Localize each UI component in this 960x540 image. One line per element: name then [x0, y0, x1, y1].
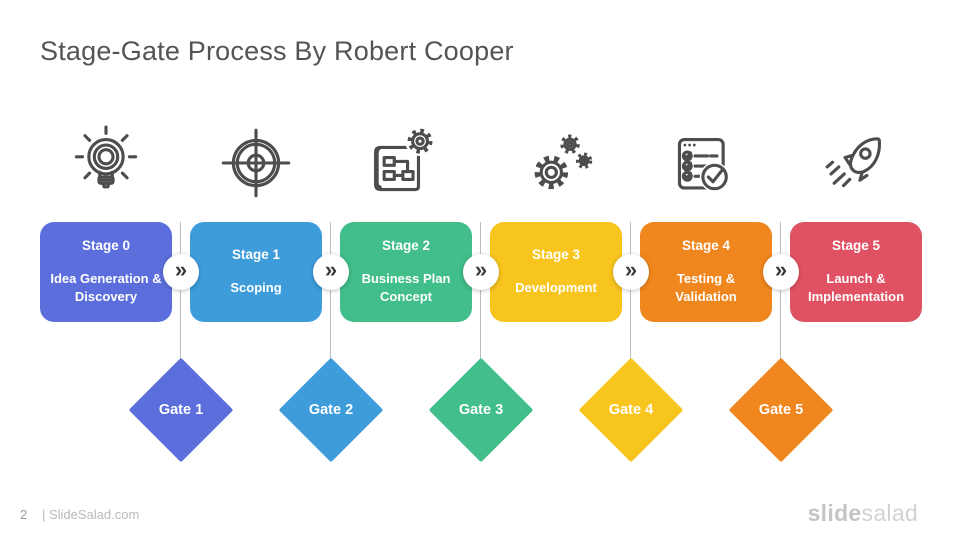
stage-name: Development — [515, 279, 597, 295]
double-chevron-icon: » — [174, 257, 188, 282]
gate-label: Gate 3 — [458, 402, 504, 418]
stage-name: Launch & Implementation — [807, 270, 905, 304]
next-stage-arrow: » — [763, 254, 799, 290]
stage-label: Stage 3 — [531, 246, 581, 262]
connector-line — [480, 222, 481, 362]
gate-label: Gate 2 — [308, 402, 354, 418]
stage-box-1: Stage 1 Scoping — [190, 222, 322, 322]
next-stage-arrow: » — [163, 254, 199, 290]
gate-diamond-2: Gate 2 — [278, 357, 384, 463]
gate-diamond-1: Gate 1 — [128, 357, 234, 463]
stage-label: Stage 1 — [231, 246, 281, 262]
next-stage-arrow: » — [463, 254, 499, 290]
stage-label: Stage 5 — [831, 237, 881, 253]
stage-name: Idea Generation & Discovery — [50, 270, 162, 304]
gate-diamond-3: Gate 3 — [428, 357, 534, 463]
connector-line — [330, 222, 331, 362]
stage-box-2: Stage 2 Business Plan Concept — [340, 222, 472, 322]
stage-name: Scoping — [230, 279, 282, 295]
connector-line — [180, 222, 181, 362]
stage-box-4: Stage 4 Testing & Validation — [640, 222, 772, 322]
next-stage-arrow: » — [313, 254, 349, 290]
connector-line — [780, 222, 781, 362]
gate-label: Gate 1 — [158, 402, 204, 418]
logo-text-light: salad — [861, 500, 918, 526]
stage-label: Stage 4 — [681, 237, 731, 253]
stage-label: Stage 2 — [381, 237, 431, 253]
gate-label: Gate 4 — [608, 402, 654, 418]
gears-icon — [517, 124, 595, 202]
connector-line — [630, 222, 631, 362]
logo-text-bold: slide — [807, 500, 862, 526]
rocket-launch-icon — [817, 124, 895, 202]
stage-label: Stage 0 — [81, 237, 131, 253]
double-chevron-icon: » — [774, 257, 788, 282]
slide-title: Stage-Gate Process By Robert Cooper — [40, 36, 514, 66]
stage-box-0: Stage 0 Idea Generation & Discovery — [40, 222, 172, 322]
stage-name: Testing & Validation — [675, 270, 737, 304]
double-chevron-icon: » — [624, 257, 638, 282]
gate-diamond-4: Gate 4 — [578, 357, 684, 463]
double-chevron-icon: » — [324, 257, 338, 282]
page-number: 2 — [20, 507, 28, 522]
stage-name: Business Plan Concept — [361, 270, 451, 304]
next-stage-arrow: » — [613, 254, 649, 290]
footer-site-link[interactable]: | SlideSalad.com — [42, 507, 140, 522]
stage-box-3: Stage 3 Development — [490, 222, 622, 322]
stage-box-5: Stage 5 Launch & Implementation — [790, 222, 922, 322]
idea-lightbulb-icon — [67, 124, 145, 202]
gate-label: Gate 5 — [758, 402, 804, 418]
gate-diamond-5: Gate 5 — [728, 357, 834, 463]
testing-checklist-icon — [667, 124, 745, 202]
target-icon — [217, 124, 295, 202]
double-chevron-icon: » — [474, 257, 488, 282]
business-plan-blueprint-icon — [367, 124, 445, 202]
slidesalad-logo: slidesalad — [808, 500, 918, 527]
